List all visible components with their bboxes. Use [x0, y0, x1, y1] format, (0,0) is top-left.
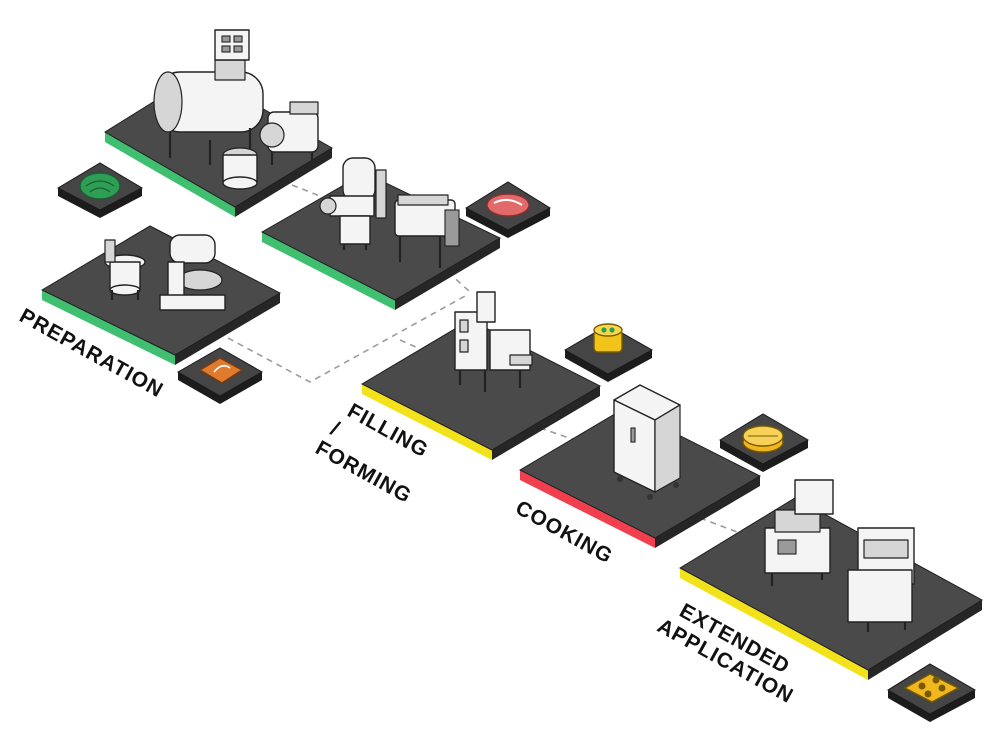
steamer-tile [719, 413, 810, 472]
steam-cabinet [613, 384, 681, 500]
stage-label-text: / [327, 417, 344, 440]
flow-arrow-3 [227, 295, 466, 383]
sifter-machine [104, 239, 146, 300]
platform-accent-edge [362, 384, 492, 460]
platform-accent-edge [262, 232, 395, 310]
platform-accent-edge [42, 290, 175, 365]
platform-accent-edge [105, 132, 235, 217]
bowl-machine [222, 147, 258, 190]
flour-tile [176, 347, 264, 404]
dumpling-tray-icon [903, 673, 960, 703]
oven-machine [847, 527, 915, 632]
cabbage-icon [79, 172, 121, 200]
filling-forming-machine [454, 291, 533, 392]
flow-arrow-6 [699, 517, 746, 536]
platform-filling [360, 319, 602, 460]
vacuum-mixer [394, 194, 460, 268]
bun-tile [563, 323, 654, 382]
slicer-machine [259, 101, 319, 165]
platform-accent-edge [520, 470, 655, 548]
platform-preparation [40, 225, 282, 365]
flow-arrow-4 [399, 339, 419, 349]
platform-extended [678, 497, 983, 680]
meat-grinder [319, 157, 387, 250]
bun-icon [593, 323, 623, 353]
dumpling-tray-tile [887, 663, 977, 722]
meat-tile [464, 181, 552, 238]
cabbage-tile [56, 162, 144, 218]
meat-icon [486, 193, 530, 217]
flour-bag-icon [198, 357, 244, 384]
steamer-basket-icon [742, 425, 784, 453]
packing-machine [764, 479, 834, 586]
flow-arrow-5 [539, 427, 576, 441]
dough-mixer [159, 234, 226, 311]
platform-accent-edge [680, 568, 868, 680]
kneading-machine [153, 29, 264, 165]
